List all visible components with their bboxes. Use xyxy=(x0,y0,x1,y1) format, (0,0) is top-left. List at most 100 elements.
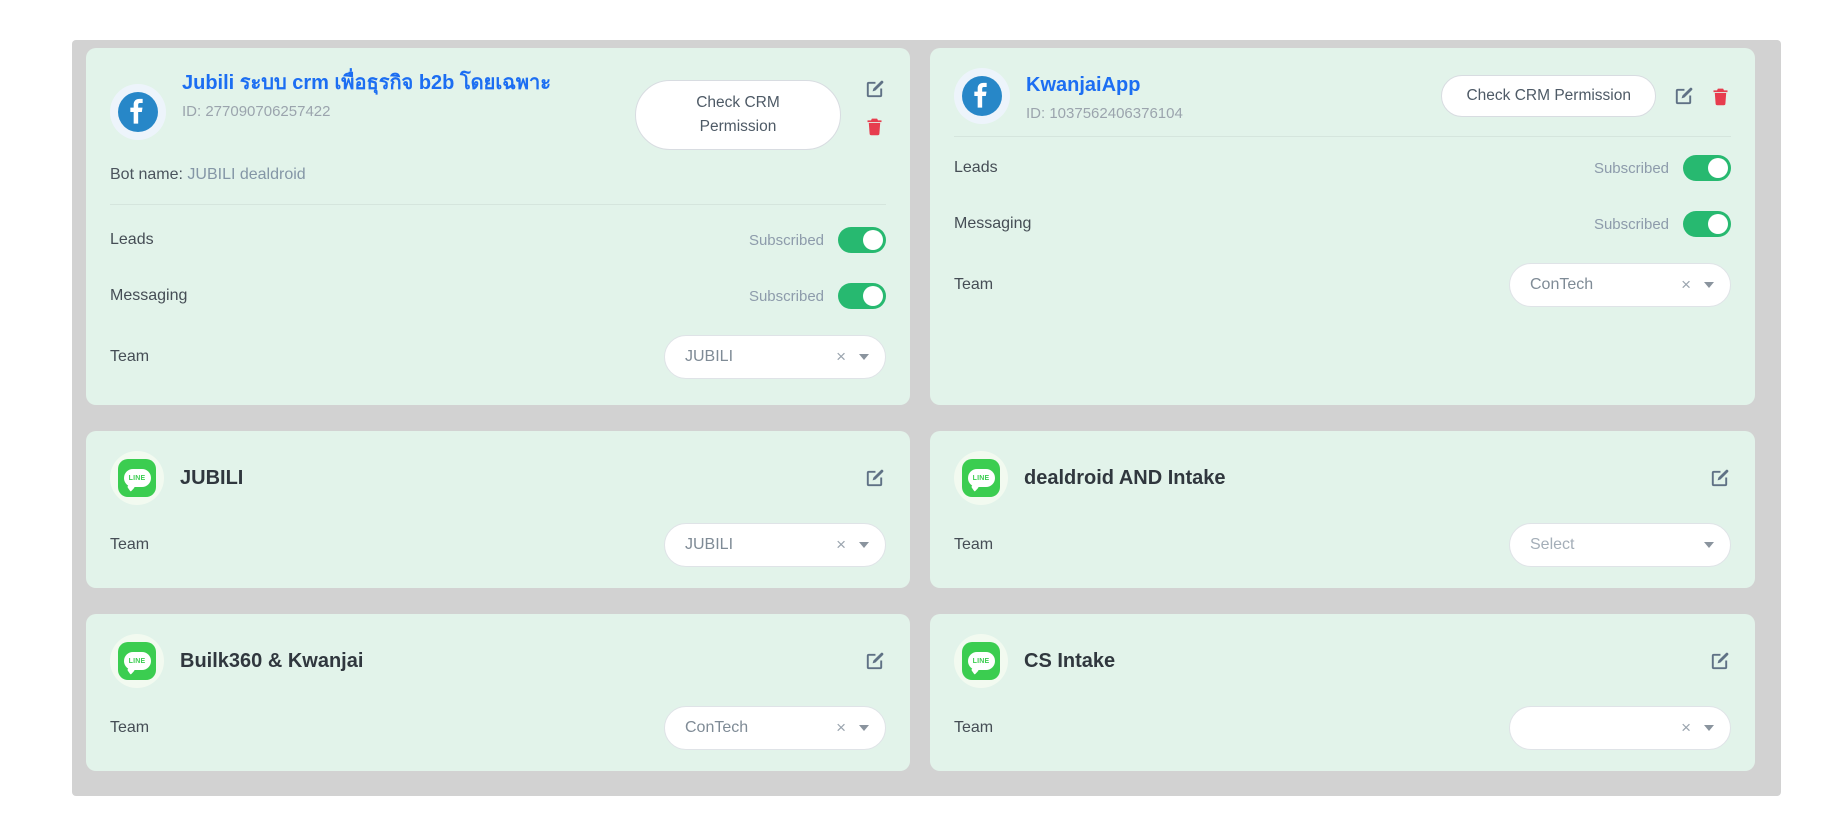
line-channel-card-jubili: LINE JUBILI Team JUBILI × xyxy=(86,431,910,588)
leads-toggle[interactable] xyxy=(1683,155,1731,181)
bot-name-value: JUBILI dealdroid xyxy=(187,166,306,183)
line-badge-text: LINE xyxy=(128,474,146,482)
channel-title: JUBILI xyxy=(180,466,244,489)
team-select[interactable]: JUBILI × xyxy=(664,335,886,379)
card-header: LINE Builk360 & Kwanjai xyxy=(110,634,886,688)
chevron-down-icon[interactable] xyxy=(859,354,869,360)
messaging-status: Subscribed xyxy=(748,287,824,305)
leads-label: Leads xyxy=(954,159,998,176)
card-header: KwanjaiApp ID: 1037562406376104 Check CR… xyxy=(954,68,1731,124)
team-select[interactable]: ConTech × xyxy=(664,706,886,750)
chevron-down-icon[interactable] xyxy=(1704,282,1714,288)
team-select-value: JUBILI xyxy=(685,348,734,365)
channels-panel: Jubili ระบบ crm เพื่อธุรกิจ b2b โดยเฉพาะ… xyxy=(72,40,1781,796)
messaging-toggle[interactable] xyxy=(838,283,886,309)
toggle-knob xyxy=(863,230,883,250)
check-crm-permission-button[interactable]: Check CRM Permission xyxy=(1441,75,1656,117)
team-row: Team Select xyxy=(954,523,1731,567)
chevron-down-icon[interactable] xyxy=(859,725,869,731)
team-select[interactable]: × xyxy=(1509,706,1731,750)
channel-title-block: Builk360 & Kwanjai xyxy=(180,646,863,677)
team-select[interactable]: Select xyxy=(1509,523,1731,567)
leads-subscription-row: Leads Subscribed xyxy=(110,227,886,253)
edit-icon[interactable] xyxy=(863,650,886,673)
line-icon: LINE xyxy=(962,642,1000,680)
facebook-channel-card-kwanjaiapp: KwanjaiApp ID: 1037562406376104 Check CR… xyxy=(930,48,1755,405)
delete-icon[interactable] xyxy=(1710,86,1731,107)
channel-title-link[interactable]: Jubili ระบบ crm เพื่อธุรกิจ b2b โดยเฉพาะ xyxy=(182,72,552,94)
clear-icon[interactable]: × xyxy=(1681,275,1691,294)
edit-icon[interactable] xyxy=(863,467,886,490)
edit-icon[interactable] xyxy=(1708,467,1731,490)
leads-label: Leads xyxy=(110,231,154,248)
channel-title: dealdroid AND Intake xyxy=(1024,466,1226,489)
card-header: LINE JUBILI xyxy=(110,451,886,505)
team-label: Team xyxy=(954,719,994,736)
facebook-avatar xyxy=(954,68,1010,124)
leads-status: Subscribed xyxy=(1593,159,1669,177)
check-crm-permission-button[interactable]: Check CRM Permission xyxy=(635,80,841,150)
team-label: Team xyxy=(954,276,994,293)
channel-title-block: JUBILI xyxy=(180,463,863,494)
team-select-value: ConTech xyxy=(685,719,749,736)
channel-title-block: Jubili ระบบ crm เพื่อธุรกิจ b2b โดยเฉพาะ… xyxy=(182,68,635,120)
clear-icon[interactable]: × xyxy=(836,347,846,366)
divider xyxy=(110,204,886,205)
line-channel-card-cs-intake: LINE CS Intake Team × xyxy=(930,614,1755,771)
edit-icon[interactable] xyxy=(863,78,886,101)
channel-title-block: dealdroid AND Intake xyxy=(1024,463,1708,494)
channel-title: CS Intake xyxy=(1024,649,1116,672)
facebook-avatar xyxy=(110,84,166,140)
facebook-channel-card-jubili: Jubili ระบบ crm เพื่อธุรกิจ b2b โดยเฉพาะ… xyxy=(86,48,910,405)
channel-title-block: KwanjaiApp ID: 1037562406376104 xyxy=(1026,70,1429,122)
line-icon: LINE xyxy=(118,459,156,497)
team-select[interactable]: JUBILI × xyxy=(664,523,886,567)
chevron-down-icon[interactable] xyxy=(1704,542,1714,548)
leads-status: Subscribed xyxy=(748,231,824,249)
edit-icon[interactable] xyxy=(1672,85,1695,108)
team-row: Team JUBILI × xyxy=(110,523,886,567)
bot-name-label: Bot name: xyxy=(110,166,183,183)
chevron-down-icon[interactable] xyxy=(859,542,869,548)
channel-id: ID: 277090706257422 xyxy=(182,103,331,120)
messaging-label: Messaging xyxy=(954,215,1032,232)
edit-icon[interactable] xyxy=(1708,650,1731,673)
channel-title-block: CS Intake xyxy=(1024,646,1708,677)
channel-id: ID: 1037562406376104 xyxy=(1026,105,1183,122)
facebook-icon xyxy=(962,76,1002,116)
team-label: Team xyxy=(110,536,150,553)
channel-title: Builk360 & Kwanjai xyxy=(180,649,364,672)
messaging-subscription-row: Messaging Subscribed xyxy=(110,283,886,309)
card-header: Jubili ระบบ crm เพื่อธุรกิจ b2b โดยเฉพาะ… xyxy=(110,68,886,150)
chevron-down-icon[interactable] xyxy=(1704,725,1714,731)
delete-icon[interactable] xyxy=(864,116,885,137)
messaging-toggle[interactable] xyxy=(1683,211,1731,237)
channel-title-link[interactable]: KwanjaiApp xyxy=(1026,74,1141,96)
line-badge-text: LINE xyxy=(972,474,990,482)
card-actions xyxy=(863,78,886,137)
line-avatar: LINE xyxy=(110,451,164,505)
line-channel-card-builk360-kwanjai: LINE Builk360 & Kwanjai Team ConTech × xyxy=(86,614,910,771)
messaging-label: Messaging xyxy=(110,287,188,304)
messaging-status: Subscribed xyxy=(1593,215,1669,233)
team-select-value: JUBILI xyxy=(685,536,734,553)
clear-icon[interactable]: × xyxy=(1681,718,1691,737)
team-label: Team xyxy=(110,348,150,365)
leads-toggle[interactable] xyxy=(838,227,886,253)
clear-icon[interactable]: × xyxy=(836,535,846,554)
line-avatar: LINE xyxy=(954,634,1008,688)
bot-name-row: Bot name: JUBILI dealdroid xyxy=(110,166,886,184)
team-select[interactable]: ConTech × xyxy=(1509,263,1731,307)
line-badge-text: LINE xyxy=(972,657,990,665)
toggle-knob xyxy=(863,286,883,306)
clear-icon[interactable]: × xyxy=(836,718,846,737)
line-icon: LINE xyxy=(962,459,1000,497)
toggle-knob xyxy=(1708,214,1728,234)
leads-subscription-row: Leads Subscribed xyxy=(954,155,1731,181)
line-channel-card-dealdroid-and-intake: LINE dealdroid AND Intake Team Select xyxy=(930,431,1755,588)
card-header: LINE CS Intake xyxy=(954,634,1731,688)
messaging-subscription-row: Messaging Subscribed xyxy=(954,211,1731,237)
card-header: LINE dealdroid AND Intake xyxy=(954,451,1731,505)
line-icon: LINE xyxy=(118,642,156,680)
team-select-placeholder: Select xyxy=(1530,536,1575,553)
